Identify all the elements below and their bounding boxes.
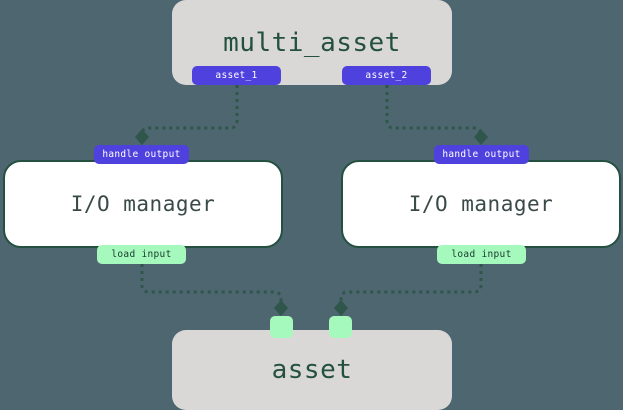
badge-load-input-left[interactable]: load input	[97, 245, 186, 264]
node-io-manager-left[interactable]: I/O manager	[3, 160, 283, 248]
badge-asset-2-output[interactable]: asset_2	[342, 66, 431, 85]
edge-load-input-left-to-asset	[140, 264, 283, 312]
badge-asset-1-output-label: asset_1	[215, 70, 258, 81]
badge-load-input-right-label: load input	[451, 249, 512, 260]
badge-asset-input-left[interactable]	[270, 316, 293, 338]
node-io-manager-left-label: I/O manager	[70, 192, 216, 216]
edge-asset_2-to-handle-output-right	[385, 85, 483, 141]
badge-load-input-right[interactable]: load input	[437, 245, 526, 264]
arrow-asset-input-right	[334, 300, 348, 316]
node-io-manager-right[interactable]: I/O manager	[341, 160, 621, 248]
arrow-handle-output-right	[474, 129, 488, 145]
badge-asset-1-output[interactable]: asset_1	[192, 66, 281, 85]
node-asset[interactable]: asset	[172, 330, 452, 410]
badge-handle-output-right[interactable]: handle output	[434, 145, 529, 164]
badge-load-input-left-label: load input	[111, 249, 172, 260]
edge-asset_1-to-handle-output-left	[140, 85, 239, 141]
badge-asset-input-right[interactable]	[329, 316, 352, 338]
badge-asset-2-output-label: asset_2	[365, 70, 408, 81]
arrow-asset-input-left	[274, 300, 288, 316]
node-io-manager-right-label: I/O manager	[408, 192, 554, 216]
badge-handle-output-left[interactable]: handle output	[94, 145, 189, 164]
node-asset-label: asset	[271, 355, 353, 385]
badge-handle-output-left-label: handle output	[102, 149, 181, 160]
node-multi-asset-label: multi_asset	[223, 27, 401, 58]
badge-handle-output-right-label: handle output	[442, 149, 521, 160]
arrow-handle-output-left	[135, 129, 149, 145]
edge-load-input-right-to-asset	[339, 264, 483, 312]
